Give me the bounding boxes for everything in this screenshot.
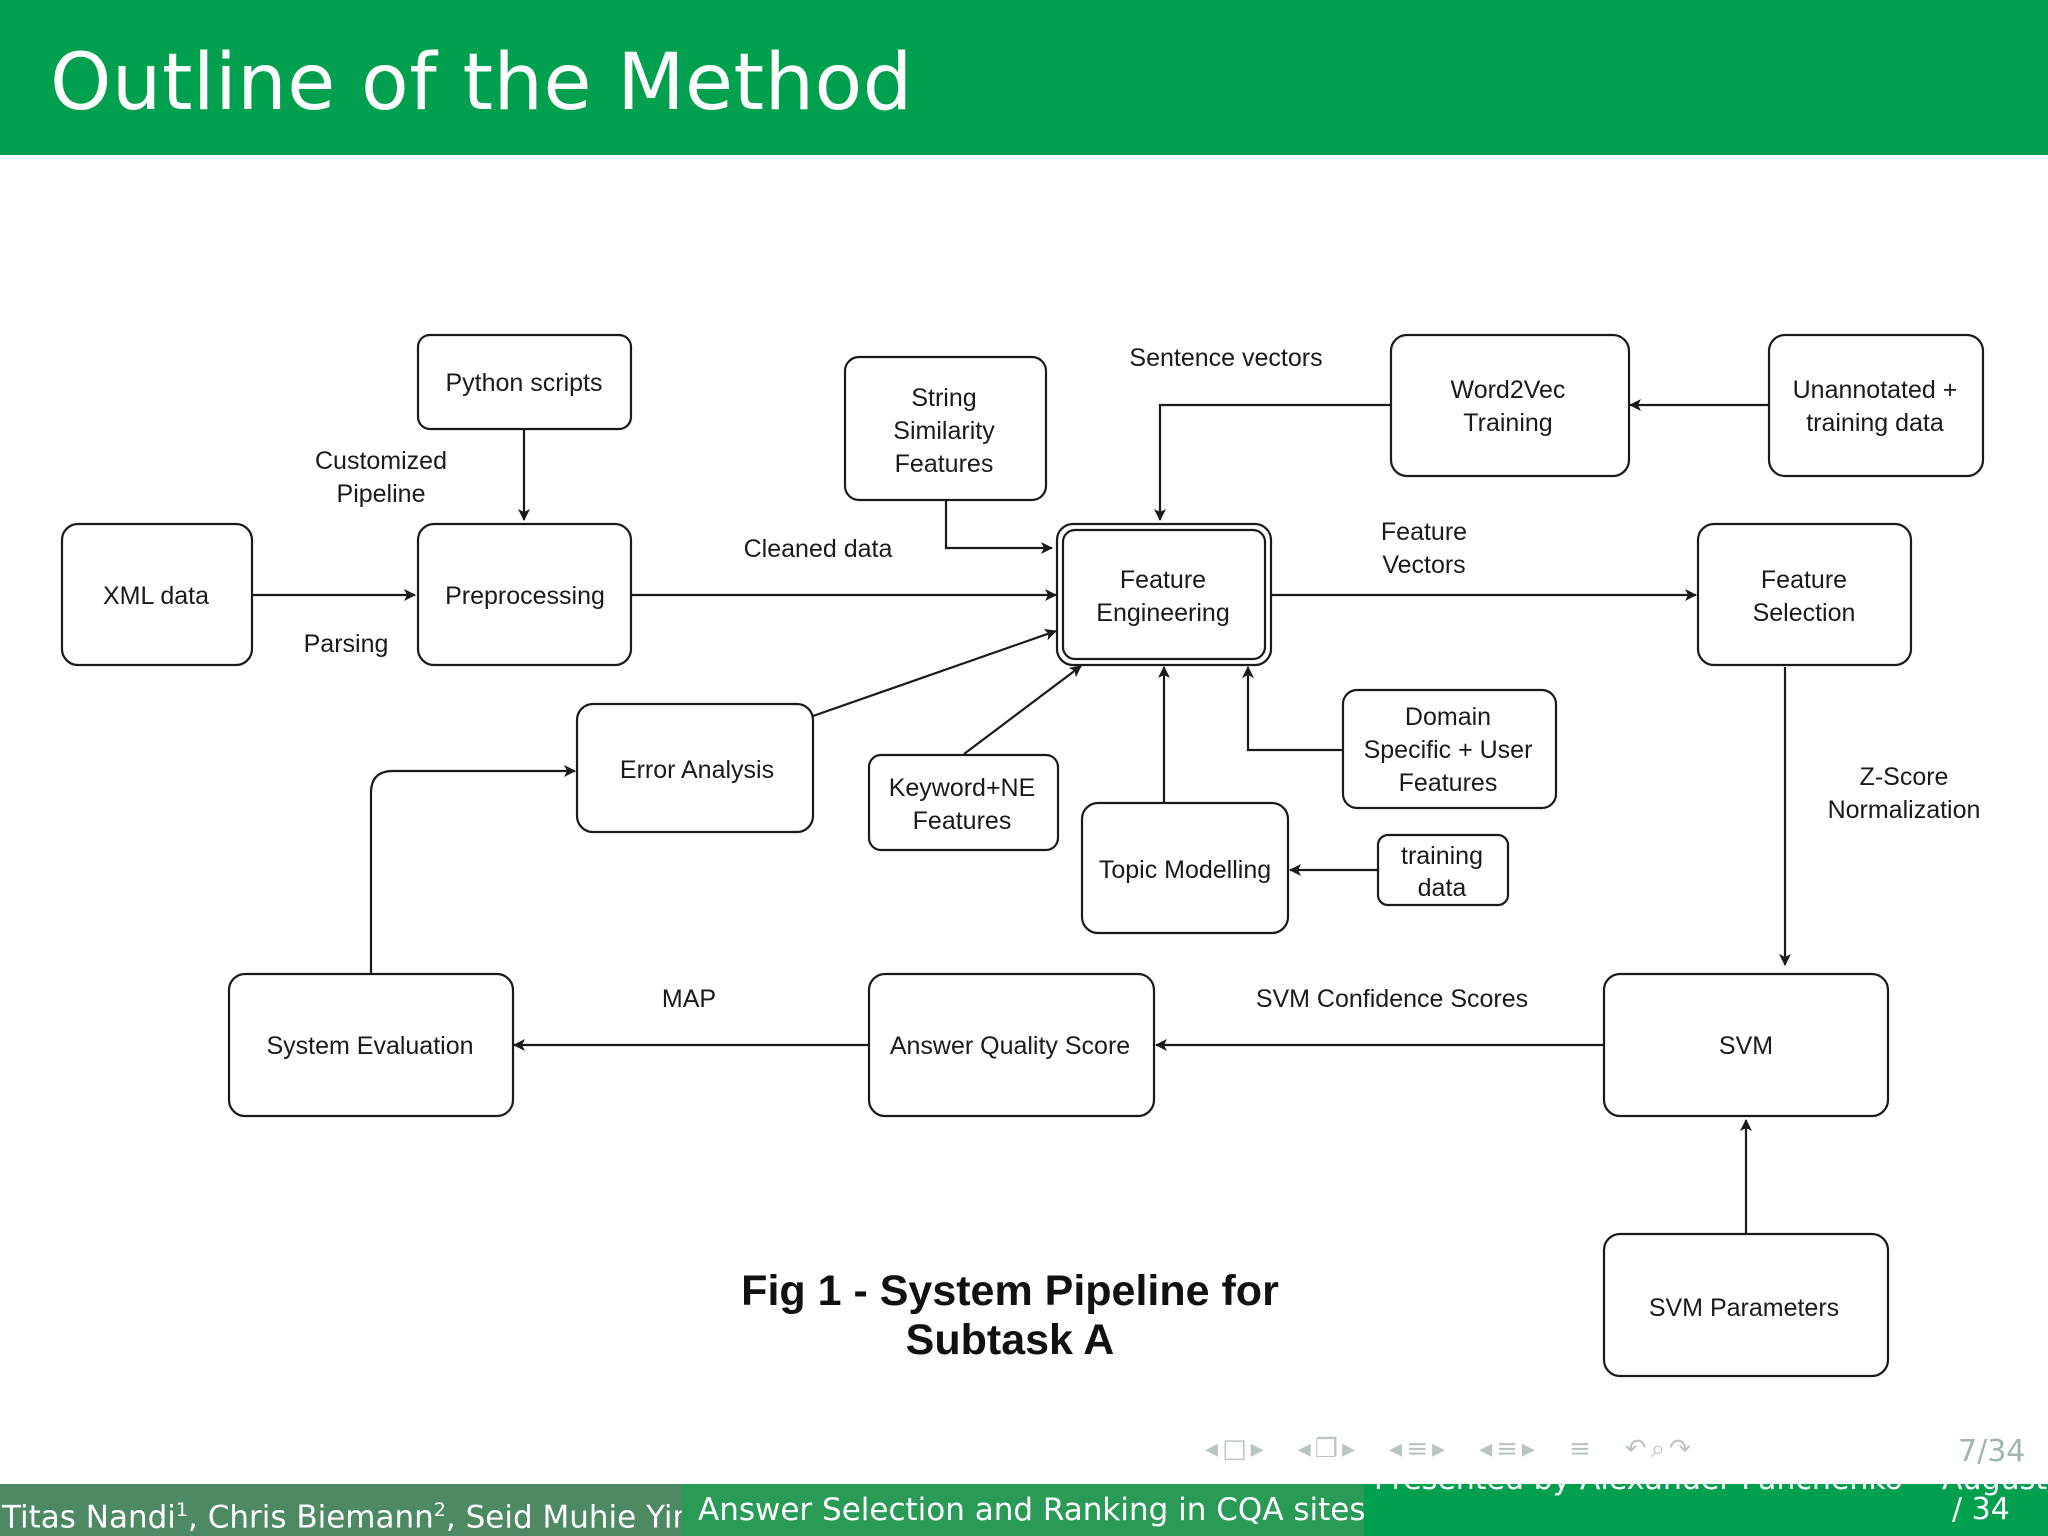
edge-system-evaluation-to-error-analysis	[369, 765, 576, 973]
section-icon[interactable]: ≡	[1496, 1434, 1518, 1464]
answer-quality-text: Answer Quality Score	[890, 1032, 1130, 1060]
node-training-data: training data	[1376, 833, 1510, 907]
footer-presenter: Presented by Alexander Panchenko	[1374, 1484, 1903, 1497]
label-cleaned-data: Cleaned data	[744, 535, 893, 563]
beamer-navigation-bar: ◂ □ ▸ ◂ ❐ ▸ ◂ ≡ ▸ ◂ ≡ ▸ ≡ ↶ ⌕ ↷	[1205, 1432, 1691, 1466]
nav-right-arrow-icon[interactable]: ▸	[1342, 1434, 1356, 1464]
error-analysis-text: Error Analysis	[620, 756, 774, 784]
training-data-line-1: training	[1401, 842, 1483, 870]
training-data-line-2: data	[1418, 874, 1467, 902]
slide-header: Outline of the Method	[0, 0, 2048, 155]
node-preprocessing: Preprocessing	[416, 522, 633, 667]
node-unannotated-data: Unannotated + training data	[1767, 333, 1985, 478]
footer-author-2: , Chris Biemann	[187, 1499, 434, 1536]
domain-line-1: Domain	[1405, 703, 1491, 731]
search-icon[interactable]: ⌕	[1650, 1434, 1666, 1464]
string-similarity-line-1: String	[911, 384, 976, 412]
preprocessing-text: Preprocessing	[445, 582, 605, 610]
keyword-ne-line-2: Features	[913, 807, 1012, 835]
domain-line-3: Features	[1399, 769, 1498, 797]
nav-right-arrow-icon[interactable]: ▸	[1521, 1434, 1535, 1464]
svm-text: SVM	[1719, 1032, 1773, 1060]
node-svm: SVM	[1602, 972, 1890, 1118]
edge-word2vec-to-feature-engineering	[1154, 403, 1390, 521]
node-word2vec-training: Word2Vec Training	[1389, 333, 1631, 478]
frame-icon[interactable]: □	[1222, 1434, 1247, 1464]
node-system-evaluation: System Evaluation	[227, 972, 515, 1118]
footer-author-3: , Seid Muhie Yimam	[445, 1499, 682, 1536]
nav-right-arrow-icon[interactable]: ▸	[1250, 1434, 1264, 1464]
edge-string-similarity-to-feature-engineering	[944, 500, 1053, 554]
figure-caption-line-2: Subtask A	[906, 1316, 1115, 1364]
edge-domain-to-feature-engineering	[1242, 666, 1342, 752]
keyword-ne-line-1: Keyword+NE	[889, 774, 1036, 802]
footer-author-sup-1: 1	[175, 1499, 188, 1521]
node-string-similarity: String Similarity Features	[843, 355, 1048, 502]
feature-engineering-line-2: Engineering	[1096, 599, 1229, 627]
edge-error-analysis-to-feature-engineering	[812, 628, 1057, 718]
unannotated-line-2: training data	[1806, 409, 1944, 437]
topic-modelling-text: Topic Modelling	[1099, 856, 1271, 884]
pipeline-diagram: Python scripts String Similarity Feature…	[60, 333, 1985, 1378]
footer-date: August	[1942, 1484, 2047, 1497]
node-answer-quality-score: Answer Quality Score	[867, 972, 1156, 1118]
label-svm-confidence: SVM Confidence Scores	[1256, 985, 1528, 1013]
redo-icon[interactable]: ↷	[1669, 1434, 1691, 1464]
system-evaluation-text: System Evaluation	[266, 1032, 473, 1060]
label-map: MAP	[662, 985, 716, 1013]
string-similarity-line-2: Similarity	[893, 417, 995, 445]
feature-selection-line-2: Selection	[1753, 599, 1856, 627]
feature-selection-line-1: Feature	[1761, 566, 1847, 594]
node-svm-parameters: SVM Parameters	[1602, 1232, 1890, 1378]
subsection-icon[interactable]: ≡	[1406, 1434, 1428, 1464]
footer-talk-title: Answer Selection and Ranking in CQA site…	[682, 1484, 1364, 1536]
feature-engineering-line-1: Feature	[1120, 566, 1206, 594]
svm-parameters-text: SVM Parameters	[1649, 1294, 1839, 1322]
node-feature-selection: Feature Selection	[1696, 522, 1913, 667]
label-feature-vectors-2: Vectors	[1382, 551, 1465, 579]
slide-title: Outline of the Method	[50, 38, 913, 128]
undo-icon[interactable]: ↶	[1624, 1434, 1647, 1464]
edge-keyword-to-feature-engineering	[963, 665, 1082, 755]
footer-pages: / 34	[1952, 1492, 2010, 1527]
node-topic-modelling: Topic Modelling	[1080, 801, 1290, 935]
node-feature-engineering: Feature Engineering	[1055, 522, 1273, 667]
nav-left-arrow-icon[interactable]: ◂	[1479, 1434, 1493, 1464]
frames-icon[interactable]: ❐	[1314, 1434, 1339, 1464]
word2vec-line-1: Word2Vec	[1451, 376, 1566, 404]
page-indicator: 7/34	[1958, 1434, 2026, 1469]
node-python-scripts: Python scripts	[416, 333, 633, 431]
unannotated-line-1: Unannotated +	[1793, 376, 1958, 404]
xml-data-text: XML data	[103, 582, 209, 610]
label-z-score-1: Z-Score	[1860, 763, 1949, 791]
footer-author-1: Titas Nandi	[2, 1499, 176, 1536]
word2vec-line-2: Training	[1463, 409, 1552, 437]
label-z-score-2: Normalization	[1828, 796, 1981, 824]
label-customized-pipeline-1: Customized	[315, 447, 447, 475]
node-error-analysis: Error Analysis	[575, 702, 815, 834]
label-feature-vectors-1: Feature	[1381, 518, 1467, 546]
label-customized-pipeline-2: Pipeline	[337, 480, 426, 508]
nav-left-arrow-icon[interactable]: ◂	[1389, 1434, 1403, 1464]
footer-author-sup-2: 2	[433, 1499, 446, 1521]
node-xml-data: XML data	[60, 522, 254, 667]
slide-footer: Titas Nandi1, Chris Biemann2, Seid Muhie…	[0, 1484, 2048, 1536]
python-scripts-text: Python scripts	[445, 369, 602, 397]
node-domain-specific: Domain Specific + User Features	[1341, 688, 1558, 810]
nav-left-arrow-icon[interactable]: ◂	[1205, 1434, 1219, 1464]
label-sentence-vectors: Sentence vectors	[1129, 344, 1322, 372]
domain-line-2: Specific + User	[1364, 736, 1533, 764]
label-parsing: Parsing	[304, 630, 389, 658]
nav-right-arrow-icon[interactable]: ▸	[1432, 1434, 1446, 1464]
nav-left-arrow-icon[interactable]: ◂	[1297, 1434, 1311, 1464]
node-keyword-ne-features: Keyword+NE Features	[867, 753, 1060, 852]
footer-right-panel: Presented by Alexander Panchenko August …	[1364, 1484, 2048, 1536]
outline-icon[interactable]: ≡	[1568, 1434, 1591, 1464]
figure-caption-line-1: Fig 1 - System Pipeline for	[741, 1267, 1279, 1315]
footer-authors: Titas Nandi1, Chris Biemann2, Seid Muhie…	[0, 1484, 682, 1536]
string-similarity-line-3: Features	[895, 450, 994, 478]
edges	[252, 399, 1791, 1233]
